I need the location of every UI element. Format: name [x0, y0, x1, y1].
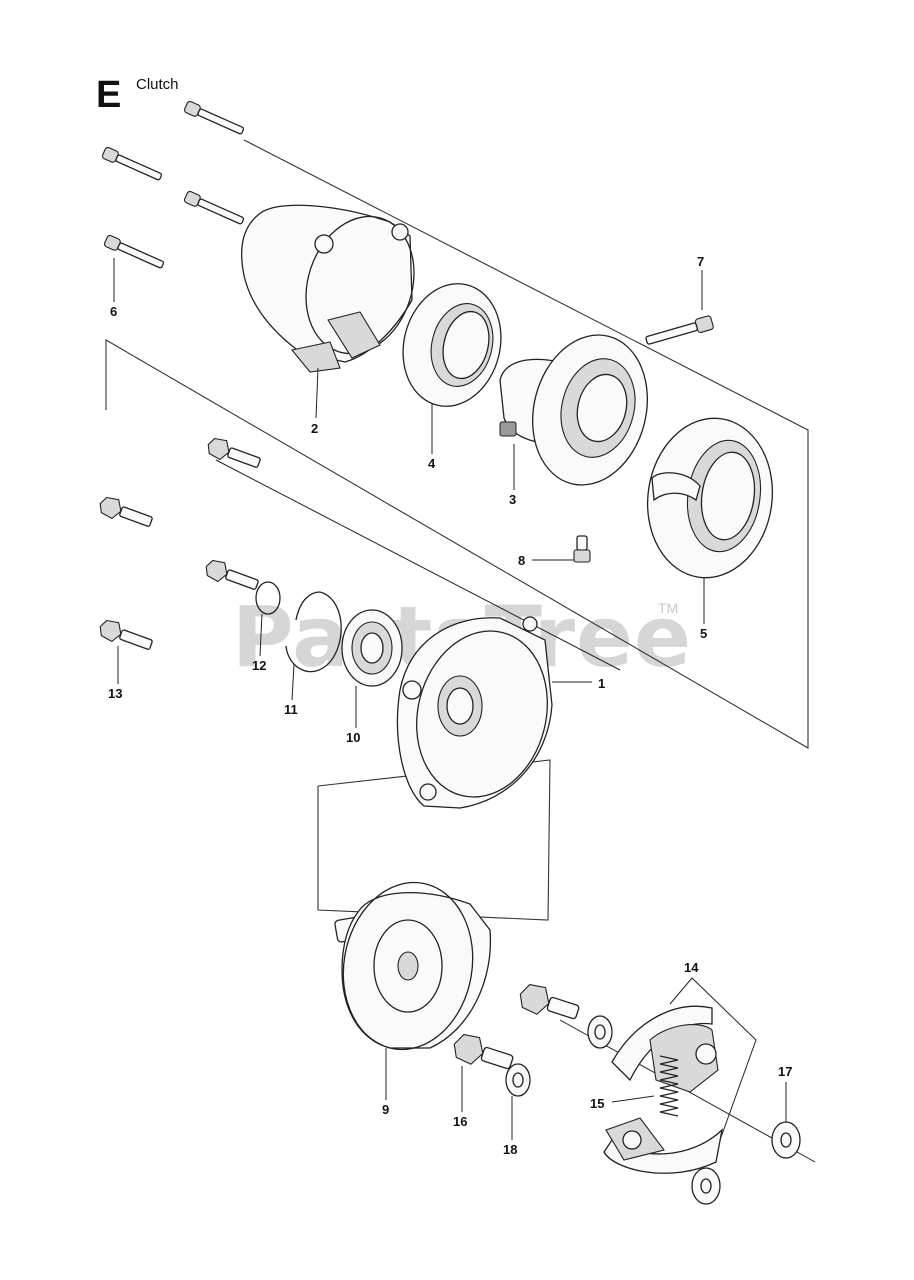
- callout-6: 6: [110, 304, 117, 319]
- axis-line-lower: [215, 459, 621, 671]
- part-2-housing-cover: [240, 204, 415, 373]
- part-12-circlip: [255, 581, 281, 615]
- part-11-retaining-ring: [285, 591, 342, 673]
- callout-13: 13: [108, 686, 122, 701]
- part-shoulder-bolt-upper: [519, 983, 580, 1020]
- callout-2: 2: [311, 421, 318, 436]
- callout-3: 3: [509, 492, 516, 507]
- callout-1: 1: [598, 676, 605, 691]
- assembly-frame-upper: [105, 139, 809, 749]
- callout-15: 15: [590, 1096, 604, 1111]
- part-1-clutch-housing: [396, 616, 553, 809]
- callout-10: 10: [346, 730, 360, 745]
- callout-11: 11: [284, 702, 298, 717]
- callout-7: 7: [697, 254, 704, 269]
- part-14-clutch-shoes: [603, 1005, 724, 1174]
- part-5-split-ring: [646, 417, 774, 579]
- part-washer-upper: [587, 1015, 613, 1049]
- callout-labels: 1 2 3 4 5 6 7 8 9 10 11 12 13 14 15 16 1…: [108, 254, 792, 1157]
- callout-14: 14: [684, 960, 699, 975]
- part-3-flange-hub: [499, 334, 649, 486]
- callout-16: 16: [453, 1114, 467, 1129]
- section-letter: E: [96, 74, 122, 116]
- callout-17: 17: [778, 1064, 792, 1079]
- callout-9: 9: [382, 1102, 389, 1117]
- callout-18: 18: [503, 1142, 517, 1157]
- part-9-clutch-drum: [334, 881, 492, 1051]
- bolt-6-group: [101, 100, 245, 269]
- section-title: Clutch: [136, 76, 179, 93]
- callout-12: 12: [252, 658, 266, 673]
- bolt-13-group: [99, 437, 261, 650]
- callout-8: 8: [518, 553, 525, 568]
- callout-5: 5: [700, 626, 707, 641]
- part-4-ring: [402, 283, 502, 407]
- callout-4: 4: [428, 456, 436, 471]
- part-washer-lower: [691, 1167, 721, 1205]
- part-16-shoulder-bolt: [453, 1033, 514, 1070]
- part-7-bolt: [645, 315, 714, 345]
- part-15-spring: [659, 1055, 679, 1117]
- part-10-bearing: [341, 609, 403, 687]
- part-17-washer: [771, 1121, 801, 1159]
- watermark-trademark: TM: [658, 600, 679, 616]
- part-8-screw: [573, 535, 591, 563]
- part-18-washer: [505, 1063, 531, 1097]
- leader-lines: [113, 258, 787, 1141]
